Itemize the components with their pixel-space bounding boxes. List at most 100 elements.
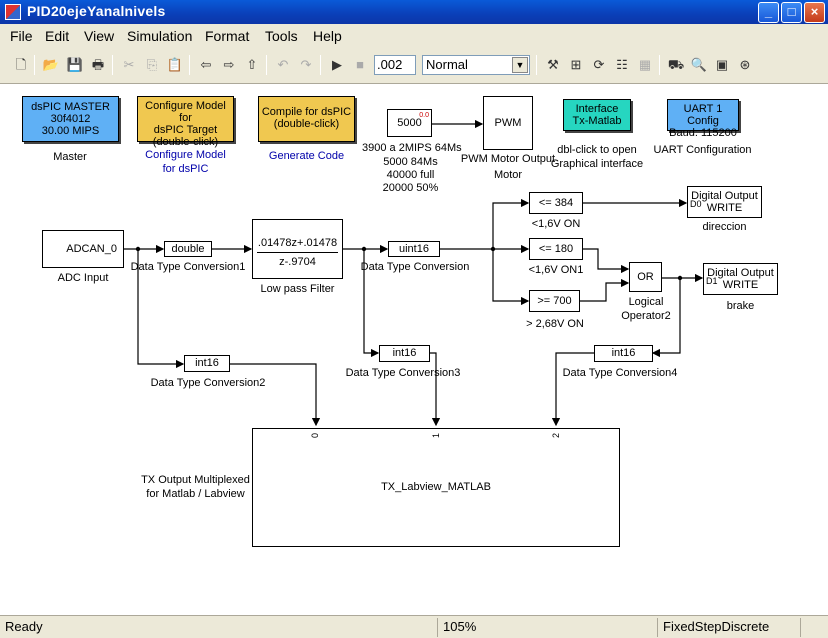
forward-arrow-icon[interactable]: ⇨ [223,57,235,72]
block-text: <= 384 [538,197,574,209]
compare-700-block[interactable]: >= 700 [529,290,580,312]
menu-file[interactable]: File [10,28,33,44]
compile-block[interactable]: Compile for dsPIC (double-click) [258,96,355,142]
signal-lines [124,119,704,427]
pwm-motor-block[interactable]: PWM Motor [483,96,533,181]
toolbar-separator [659,55,660,75]
block-text: int16 [611,347,636,359]
menu-simulation[interactable]: Simulation [127,28,193,44]
block-label: brake [726,300,755,312]
minimize-button[interactable]: _ [758,2,779,23]
block-label: Master [53,151,87,163]
port-label: 0.0 [419,112,429,119]
toolbar-separator [189,55,190,75]
refresh-icon[interactable]: ⟳ [593,57,605,72]
menu-format[interactable]: Format [205,28,250,44]
paste-icon[interactable]: 📋 [166,57,184,72]
data-type-conversion3-block[interactable]: int16 [379,345,430,362]
model-browser-icon[interactable]: ⛟ [667,57,685,72]
build-icon[interactable]: ⚒ [547,57,559,72]
stop-time-field[interactable]: .002 [374,55,416,75]
start-simulation-icon[interactable]: ▶ [332,57,342,72]
status-zoom: 105% [437,618,655,637]
block-label: Data Type Conversion [360,261,470,273]
uart-config-block[interactable]: UART 1 Config Baud: 115200 [667,99,739,139]
back-arrow-icon[interactable]: ⇦ [200,57,212,72]
compare-180-block[interactable]: <= 180 [529,238,583,260]
block-text: uint16 [399,243,429,255]
save-icon[interactable]: 💾 [66,57,84,72]
block-label: direccion [702,221,747,233]
library-browser-icon[interactable]: ☷ [616,57,628,72]
data-type-conversion2-block[interactable]: int16 [184,355,230,372]
block-text: TX_Labview_MATLAB [381,481,491,493]
block-label: Logical [628,296,664,308]
block-text: Baud: 115200 [669,127,737,139]
block-label: ADC Input [57,272,109,284]
block-label: Graphical interface [550,158,644,170]
adc-input-block[interactable]: ADCAN_0 [42,230,124,268]
block-label: 3900 a 2MIPS 64Ms [362,142,462,154]
stop-simulation-icon[interactable]: ■ [356,57,364,72]
undo-icon[interactable]: ↶ [277,57,289,72]
data-type-conversion4-block[interactable]: int16 [594,345,653,362]
update-diagram-icon[interactable]: ⊞ [570,57,582,72]
block-label: Data Type Conversion3 [345,367,461,379]
menu-view[interactable]: View [84,28,115,44]
menu-help[interactable]: Help [313,28,342,44]
interface-tx-matlab-block[interactable]: Interface Tx-Matlab [563,99,631,131]
data-type-conversion1-block[interactable]: double [164,241,212,257]
chevron-down-icon[interactable]: ▼ [512,57,528,73]
simulation-mode-select[interactable]: Normal ▼ [422,55,530,75]
filter-denominator: z-.9704 [257,252,338,268]
model-canvas[interactable]: dsPIC MASTER 30f4012 30.00 MIPS Master C… [0,85,828,615]
zoom-icon[interactable]: 🔍 [690,57,708,72]
print-icon[interactable]: 🖶 [91,57,105,72]
block-label: <1,6V ON1 [528,264,584,276]
block-text: (double-click) [273,118,340,130]
copy-icon[interactable]: ⎘ [146,57,158,72]
window-title: PID20ejeYanalnivels [27,3,166,19]
port-label: 2 [551,432,562,439]
block-label: 20000 50% [382,182,439,194]
dspic-master-block[interactable]: dsPIC MASTER 30f4012 30.00 MIPS [22,96,119,142]
digital-output-d0-block[interactable]: Digital Output WRITE D0 [687,186,762,218]
status-state: Ready [5,619,43,634]
close-button[interactable]: × [804,2,825,23]
block-text: Configure Model for [145,100,226,124]
tx-labview-matlab-block[interactable]: TX_Labview_MATLAB 0 1 2 [252,428,620,547]
debugger-icon[interactable]: ▣ [715,57,729,72]
menu-edit[interactable]: Edit [45,28,70,44]
block-text: <= 180 [538,243,574,255]
pwm-constant-block[interactable]: 5000 0.0 [387,109,432,137]
configure-model-block[interactable]: Configure Model for dsPIC Target (double… [137,96,234,148]
redo-icon[interactable]: ↷ [300,57,312,72]
up-arrow-icon[interactable]: ⇧ [246,57,258,72]
block-text: OR [637,271,654,283]
block-text: dsPIC Target [153,124,218,136]
compare-384-block[interactable]: <= 384 [529,192,583,214]
cut-icon[interactable]: ✂ [123,57,135,72]
open-folder-icon[interactable]: 📂 [42,57,60,72]
profiler-icon[interactable]: ⊛ [739,57,751,72]
block-label: 40000 full [386,169,435,181]
block-text: int16 [195,357,219,369]
block-label: Data Type Conversion4 [562,367,678,379]
data-type-conversion-block[interactable]: uint16 [388,241,440,257]
block-label: TX Output Multiplexed [141,474,250,486]
digital-output-d1-block[interactable]: Digital Output WRITE D1 [703,263,778,295]
block-text: Digital Output [707,267,774,279]
maximize-button[interactable]: □ [781,2,802,23]
simulink-app-icon [5,4,21,20]
block-text: dsPIC MASTER [31,101,110,113]
resize-grip-icon[interactable] [800,618,828,637]
block-label: > 2,68V ON [526,318,584,330]
low-pass-filter-block[interactable]: .01478z+.01478 z-.9704 [252,219,343,279]
model-explorer-icon[interactable]: ▦ [638,57,652,72]
block-text: UART 1 Config [683,103,723,127]
logical-or-block[interactable]: OR [629,262,662,292]
block-text: Tx-Matlab [572,115,622,127]
menu-tools[interactable]: Tools [265,28,298,44]
new-model-icon[interactable]: 🗋 [15,57,27,72]
port-label: 0 [310,432,321,439]
